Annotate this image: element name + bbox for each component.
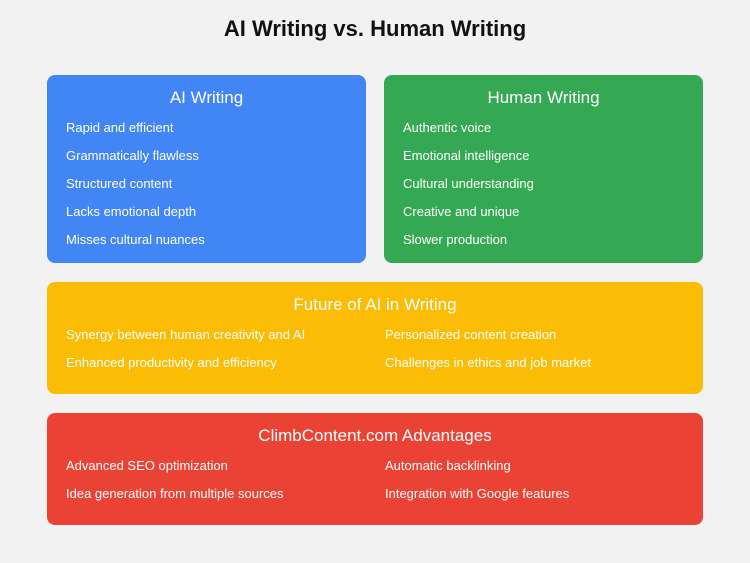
human-writing-item: Slower production: [403, 232, 508, 247]
ai-writing-card: AI Writing Rapid and efficient Grammatic…: [47, 75, 366, 263]
climbcontent-advantages-item: Automatic backlinking: [385, 458, 511, 473]
ai-writing-heading: AI Writing: [169, 88, 244, 107]
page-title: AI Writing vs. Human Writing: [223, 16, 527, 41]
ai-writing-item: Structured content: [66, 176, 173, 191]
future-of-ai-item: Personalized content creation: [385, 327, 557, 342]
human-writing-item: Emotional intelligence: [403, 148, 530, 163]
future-of-ai-item: Enhanced productivity and efficiency: [66, 355, 277, 370]
human-writing-item: Cultural understanding: [403, 176, 534, 191]
climbcontent-advantages-item: Advanced SEO optimization: [66, 458, 228, 473]
ai-writing-item: Misses cultural nuances: [66, 232, 205, 247]
future-of-ai-item: Synergy between human creativity and AI: [66, 327, 306, 342]
human-writing-heading: Human Writing: [487, 88, 600, 107]
human-writing-card: Human Writing Authentic voice Emotional …: [384, 75, 703, 263]
climbcontent-advantages-item: Idea generation from multiple sources: [66, 486, 284, 501]
climbcontent-advantages-card: ClimbContent.com Advantages Advanced SEO…: [47, 413, 703, 525]
ai-writing-item: Rapid and efficient: [66, 120, 174, 135]
human-writing-item: Creative and unique: [403, 204, 520, 219]
human-writing-item: Authentic voice: [403, 120, 492, 135]
ai-writing-item: Grammatically flawless: [66, 148, 199, 163]
climbcontent-advantages-heading: ClimbContent.com Advantages: [258, 426, 492, 445]
ai-writing-item: Lacks emotional depth: [66, 204, 197, 219]
future-of-ai-heading: Future of AI in Writing: [293, 295, 457, 314]
future-of-ai-item: Challenges in ethics and job market: [385, 355, 591, 370]
climbcontent-advantages-item: Integration with Google features: [385, 486, 570, 501]
future-of-ai-card: Future of AI in Writing Synergy between …: [47, 282, 703, 394]
